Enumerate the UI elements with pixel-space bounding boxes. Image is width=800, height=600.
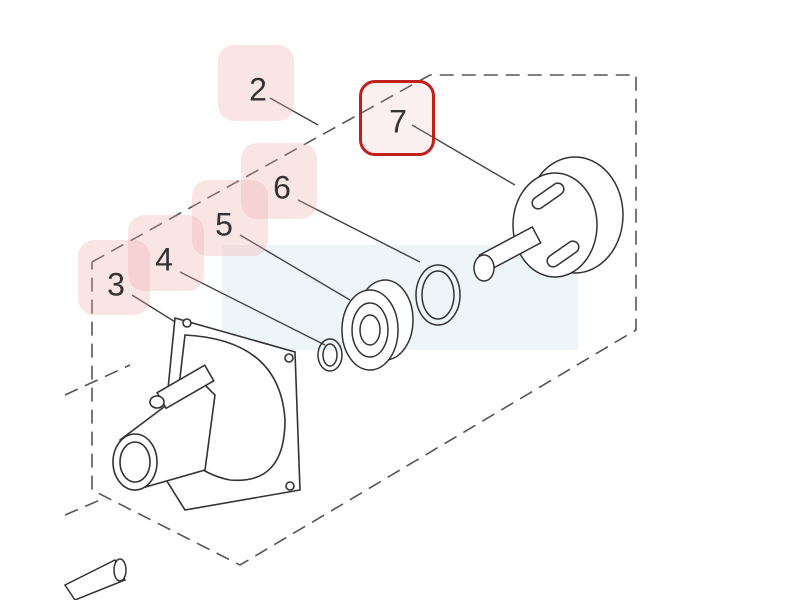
callout-2-highlight[interactable] — [218, 45, 294, 121]
shaft-tube — [63, 558, 127, 600]
gear-housing — [112, 316, 301, 511]
assembly-boundary — [64, 74, 637, 566]
callout-6-label: 6 — [273, 169, 291, 206]
clutch-drum — [473, 156, 624, 282]
callout-4-label: 4 — [155, 241, 173, 278]
callout-5-label: 5 — [215, 206, 233, 243]
callout-4-highlight[interactable] — [128, 215, 204, 291]
callout-3-label: 3 — [107, 266, 125, 303]
callout-2-label: 2 — [249, 71, 267, 108]
callout-5-highlight[interactable] — [192, 180, 268, 256]
callout-7-highlight-selected[interactable] — [359, 80, 435, 156]
callout-7-label: 7 — [389, 103, 407, 140]
callout-3-highlight[interactable] — [78, 240, 150, 315]
callout-6-highlight[interactable] — [241, 143, 317, 219]
leader-lines — [131, 97, 516, 346]
circlip — [415, 264, 461, 326]
retaining-ring — [317, 338, 343, 372]
bearing — [341, 279, 414, 371]
